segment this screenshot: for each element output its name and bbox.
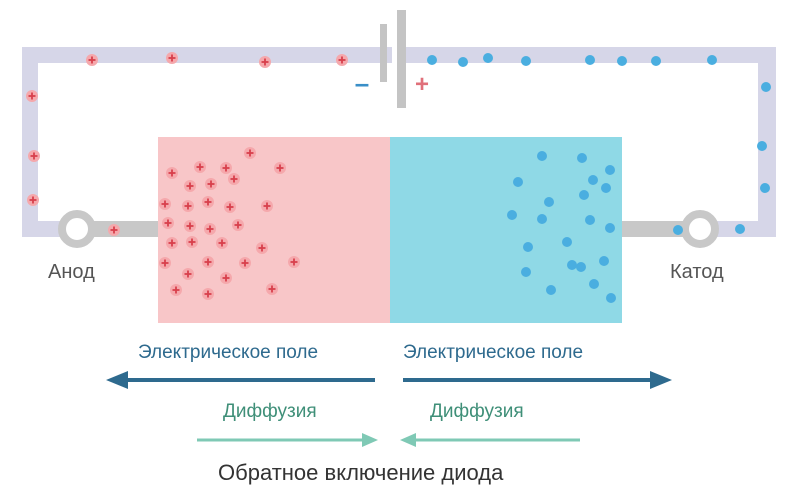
hole-charge-icon xyxy=(220,272,232,284)
hole-charge-icon xyxy=(182,200,194,212)
hole-charge-icon xyxy=(202,196,214,208)
electron-dot-icon xyxy=(589,279,599,289)
field-label-right: Электрическое поле xyxy=(403,342,584,363)
field-arrow-left xyxy=(106,371,375,389)
battery-icon xyxy=(380,10,406,108)
electron-dot-icon xyxy=(513,177,523,187)
hole-charge-icon xyxy=(239,257,251,269)
diffusion-arrow-right xyxy=(400,433,580,447)
hole-charge-icon xyxy=(108,224,120,236)
electron-dot-icon xyxy=(521,56,531,66)
hole-charge-icon xyxy=(224,201,236,213)
hole-charge-icon xyxy=(232,219,244,231)
hole-charge-icon xyxy=(244,147,256,159)
battery-minus-sign: – xyxy=(355,68,369,98)
battery-plus-sign: + xyxy=(415,71,429,98)
holes-group xyxy=(26,52,348,300)
hole-charge-icon xyxy=(205,178,217,190)
electron-dot-icon xyxy=(523,242,533,252)
hole-charge-icon xyxy=(194,161,206,173)
electron-dot-icon xyxy=(651,56,661,66)
hole-charge-icon xyxy=(184,180,196,192)
hole-charge-icon xyxy=(204,223,216,235)
cathode-terminal-icon xyxy=(681,210,719,248)
hole-charge-icon xyxy=(216,237,228,249)
hole-charge-icon xyxy=(159,257,171,269)
electron-dot-icon xyxy=(601,183,611,193)
hole-charge-icon xyxy=(28,150,40,162)
hole-charge-icon xyxy=(27,194,39,206)
n-region xyxy=(390,137,622,323)
electron-dot-icon xyxy=(757,141,767,151)
electron-dot-icon xyxy=(483,53,493,63)
electron-dot-icon xyxy=(544,197,554,207)
electron-dot-icon xyxy=(576,262,586,272)
electron-dot-icon xyxy=(521,267,531,277)
hole-charge-icon xyxy=(26,90,38,102)
electron-dot-icon xyxy=(760,183,770,193)
electron-dot-icon xyxy=(546,285,556,295)
diagram-caption: Обратное включение диода xyxy=(218,460,504,485)
hole-charge-icon xyxy=(184,220,196,232)
diffusion-label-right: Диффузия xyxy=(430,401,524,422)
electron-dot-icon xyxy=(707,55,717,65)
electron-dot-icon xyxy=(606,293,616,303)
hole-charge-icon xyxy=(166,167,178,179)
hole-charge-icon xyxy=(166,237,178,249)
hole-charge-icon xyxy=(288,256,300,268)
electron-dot-icon xyxy=(537,151,547,161)
electron-dot-icon xyxy=(562,237,572,247)
electrons-group xyxy=(427,53,771,303)
hole-charge-icon xyxy=(228,173,240,185)
diffusion-label-left: Диффузия xyxy=(223,401,317,422)
electron-dot-icon xyxy=(579,190,589,200)
electron-dot-icon xyxy=(585,215,595,225)
cathode-label: Катод xyxy=(670,261,724,283)
field-label-left: Электрическое поле xyxy=(138,342,319,363)
electron-dot-icon xyxy=(458,57,468,67)
hole-charge-icon xyxy=(186,236,198,248)
diffusion-arrow-left xyxy=(197,433,378,447)
hole-charge-icon xyxy=(170,284,182,296)
hole-charge-icon xyxy=(220,162,232,174)
electron-dot-icon xyxy=(588,175,598,185)
electron-dot-icon xyxy=(761,82,771,92)
electron-dot-icon xyxy=(427,55,437,65)
hole-charge-icon xyxy=(202,256,214,268)
hole-charge-icon xyxy=(162,217,174,229)
electron-dot-icon xyxy=(537,214,547,224)
electron-dot-icon xyxy=(605,223,615,233)
hole-charge-icon xyxy=(159,198,171,210)
hole-charge-icon xyxy=(166,52,178,64)
hole-charge-icon xyxy=(86,54,98,66)
hole-charge-icon xyxy=(182,268,194,280)
electron-dot-icon xyxy=(599,256,609,266)
electron-dot-icon xyxy=(577,153,587,163)
field-arrow-right xyxy=(403,371,672,389)
hole-charge-icon xyxy=(256,242,268,254)
electron-dot-icon xyxy=(585,55,595,65)
hole-charge-icon xyxy=(336,54,348,66)
hole-charge-icon xyxy=(261,200,273,212)
anode-lead xyxy=(78,221,162,237)
anode-label: Анод xyxy=(48,261,95,283)
electron-dot-icon xyxy=(673,225,683,235)
electron-dot-icon xyxy=(567,260,577,270)
electron-dot-icon xyxy=(617,56,627,66)
electron-dot-icon xyxy=(507,210,517,220)
electron-dot-icon xyxy=(735,224,745,234)
hole-charge-icon xyxy=(202,288,214,300)
anode-terminal-icon xyxy=(58,210,96,248)
hole-charge-icon xyxy=(259,56,271,68)
hole-charge-icon xyxy=(266,283,278,295)
hole-charge-icon xyxy=(274,162,286,174)
electron-dot-icon xyxy=(605,165,615,175)
